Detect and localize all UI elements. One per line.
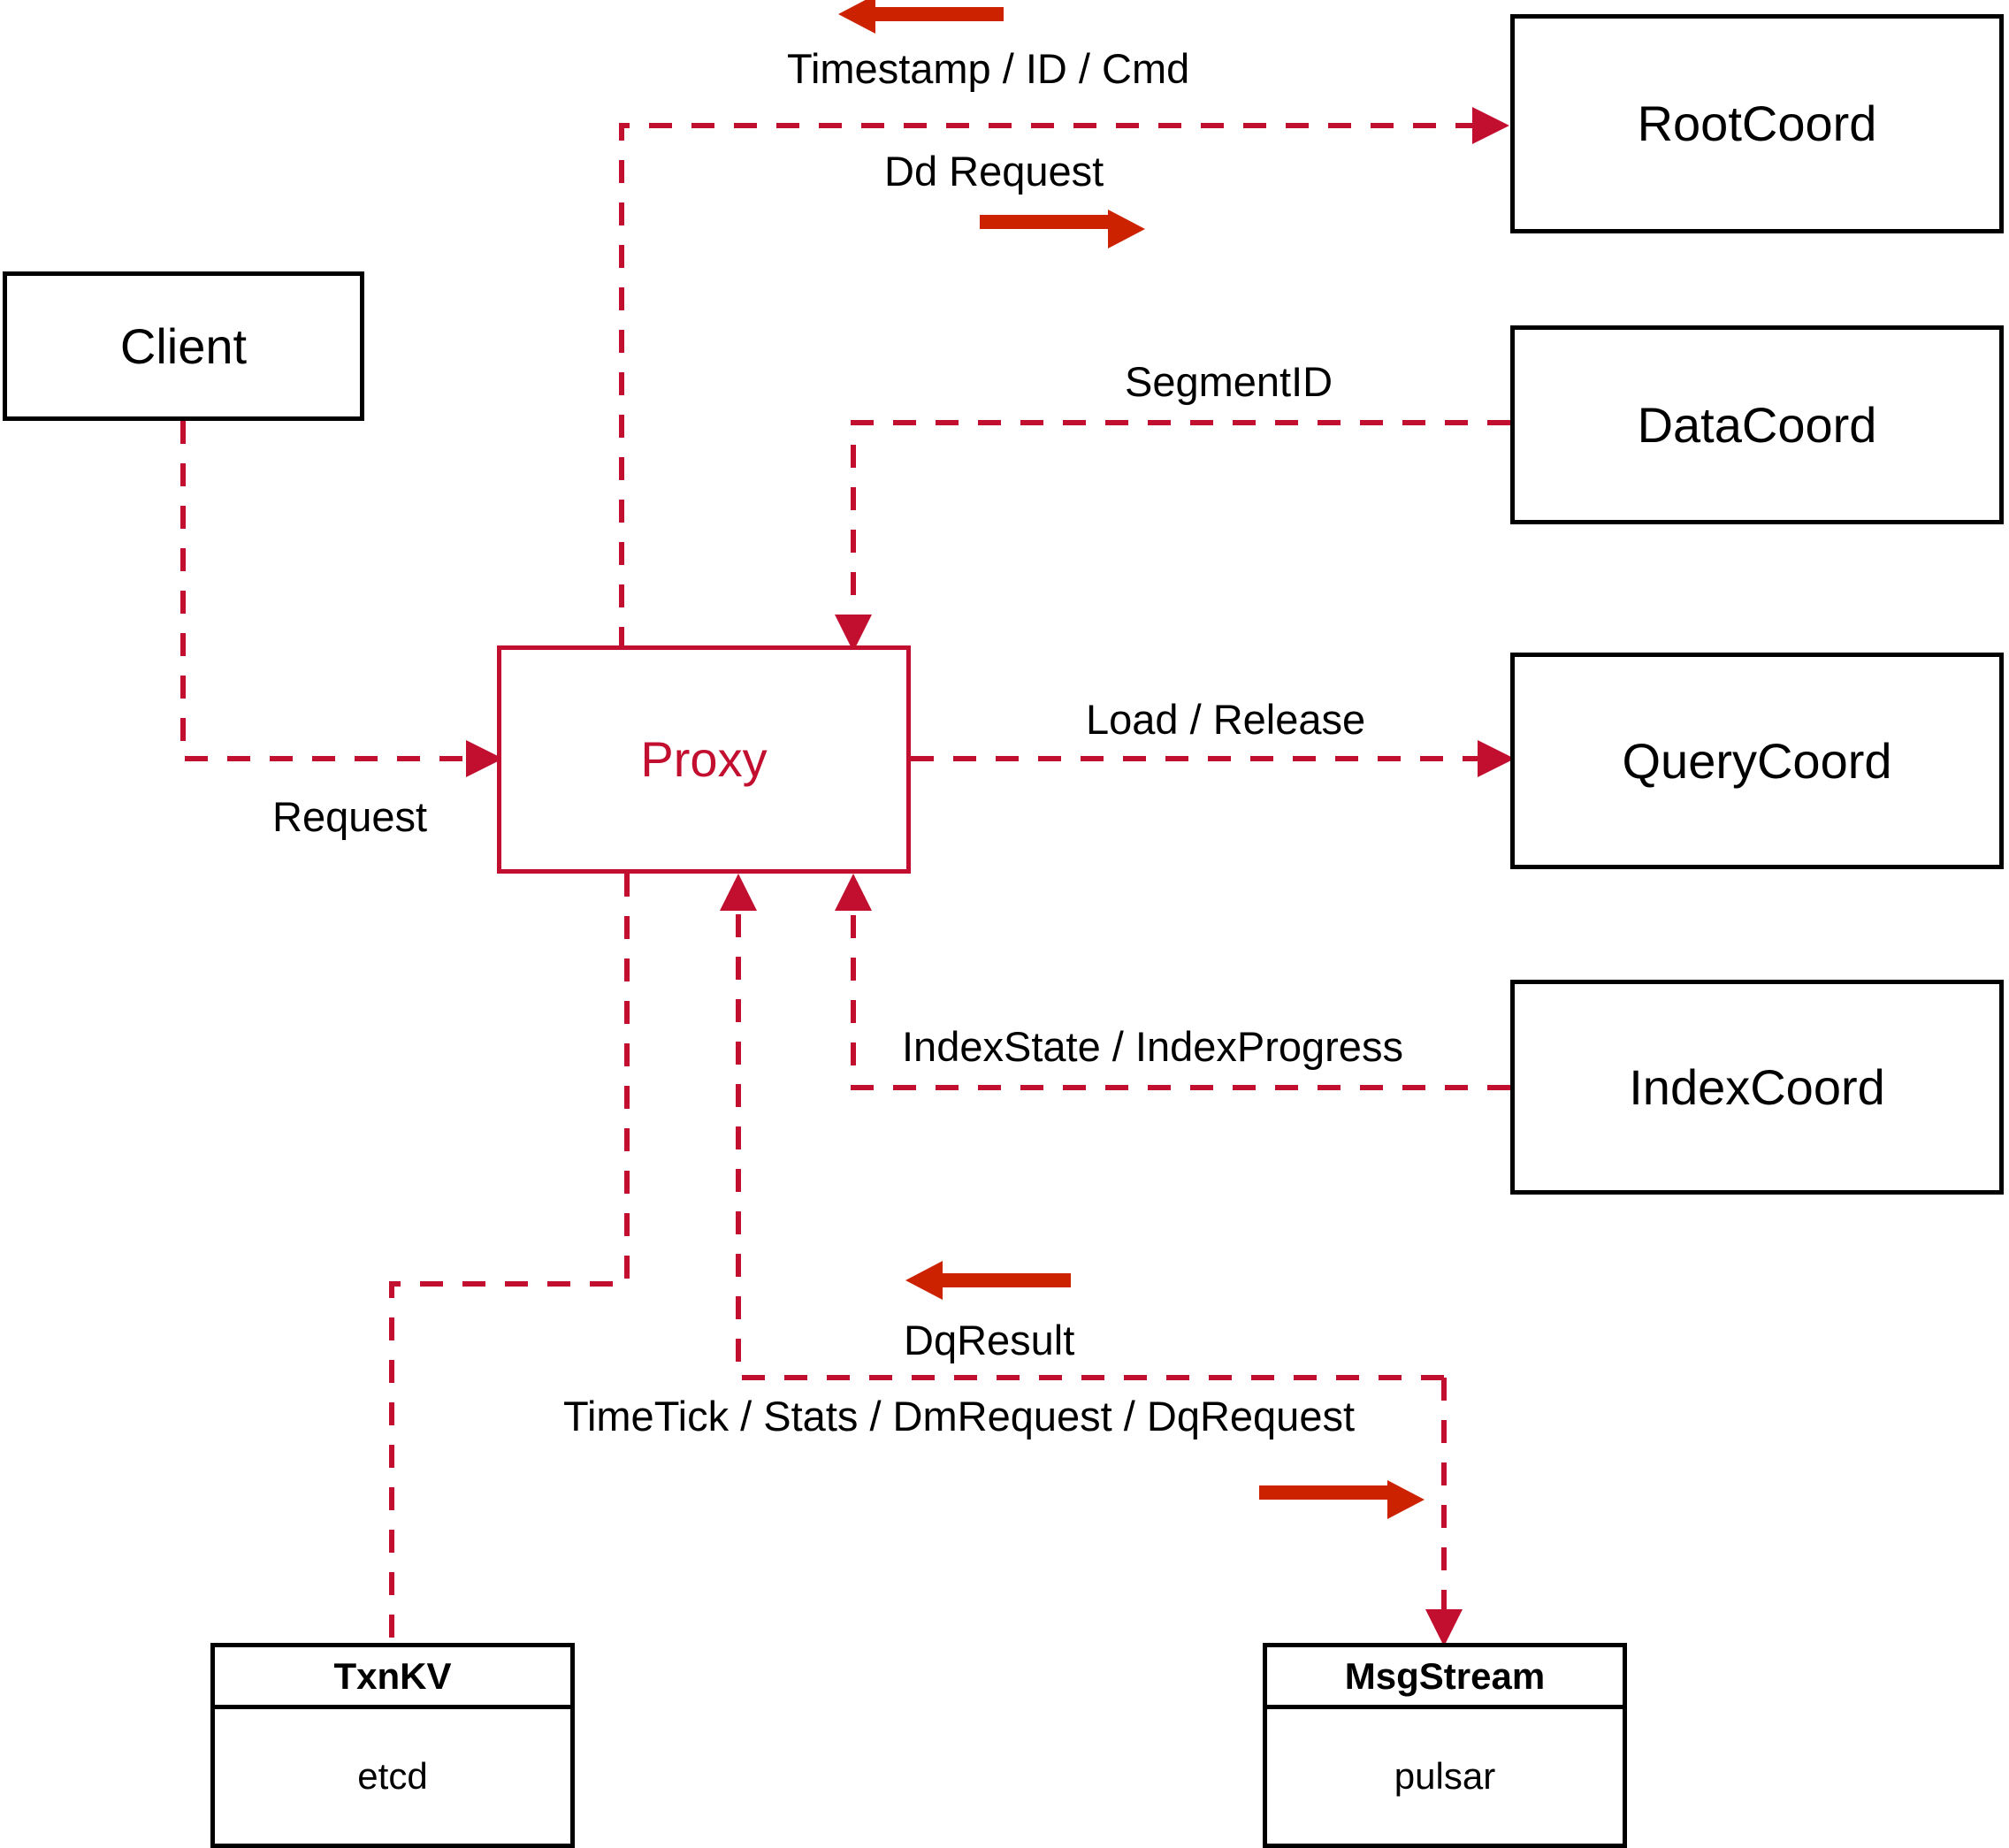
edge-segment-id-line — [835, 420, 1510, 652]
node-data-coord[interactable]: DataCoord — [1510, 325, 2004, 524]
node-client-label: Client — [119, 317, 248, 374]
edge-request-line — [180, 421, 503, 777]
node-root-coord[interactable]: RootCoord — [1510, 14, 2004, 233]
edge-label-request: Request — [272, 793, 428, 840]
node-txnkv-title: TxnKV — [215, 1647, 570, 1709]
arrow-left-timestamp — [838, 0, 1004, 34]
arrow-right-dd-request — [980, 210, 1145, 248]
edge-label-load-release: Load / Release — [1086, 696, 1366, 743]
edge-label-segment-id: SegmentID — [1125, 358, 1333, 405]
edge-dd-request-line — [619, 107, 1509, 650]
arrow-left-dq-result — [905, 1261, 1071, 1300]
edge-dq-result-line — [720, 874, 1444, 1380]
node-client[interactable]: Client — [3, 271, 364, 421]
node-root-coord-label: RootCoord — [1637, 95, 1877, 152]
node-query-coord-label: QueryCoord — [1622, 732, 1892, 789]
node-index-coord-label: IndexCoord — [1629, 1058, 1885, 1115]
bold-direction-arrows — [838, 0, 1425, 1519]
edge-label-timestamp-id-cmd: Timestamp / ID / Cmd — [787, 45, 1190, 92]
node-msgstream[interactable]: MsgStream pulsar — [1263, 1643, 1627, 1848]
node-index-coord[interactable]: IndexCoord — [1510, 980, 2004, 1195]
node-txnkv-impl: etcd — [357, 1755, 428, 1797]
arrow-right-timetick — [1259, 1480, 1425, 1519]
edge-txnkv-line — [389, 874, 630, 1643]
edge-label-dq-result: DqResult — [904, 1317, 1075, 1363]
edge-index-state-line — [835, 874, 1510, 1090]
node-proxy[interactable]: Proxy — [497, 645, 911, 874]
node-query-coord[interactable]: QueryCoord — [1510, 653, 2004, 869]
edge-label-dd-request: Dd Request — [884, 148, 1104, 195]
edge-label-index-state-progress: IndexState / IndexProgress — [902, 1023, 1403, 1070]
node-msgstream-impl: pulsar — [1394, 1755, 1496, 1797]
node-txnkv[interactable]: TxnKV etcd — [210, 1643, 575, 1848]
edge-label-timetick-stats-dm-dq: TimeTick / Stats / DmRequest / DqRequest — [563, 1393, 1356, 1439]
node-msgstream-title: MsgStream — [1267, 1647, 1623, 1709]
node-data-coord-label: DataCoord — [1637, 396, 1877, 453]
node-proxy-label: Proxy — [640, 731, 768, 788]
